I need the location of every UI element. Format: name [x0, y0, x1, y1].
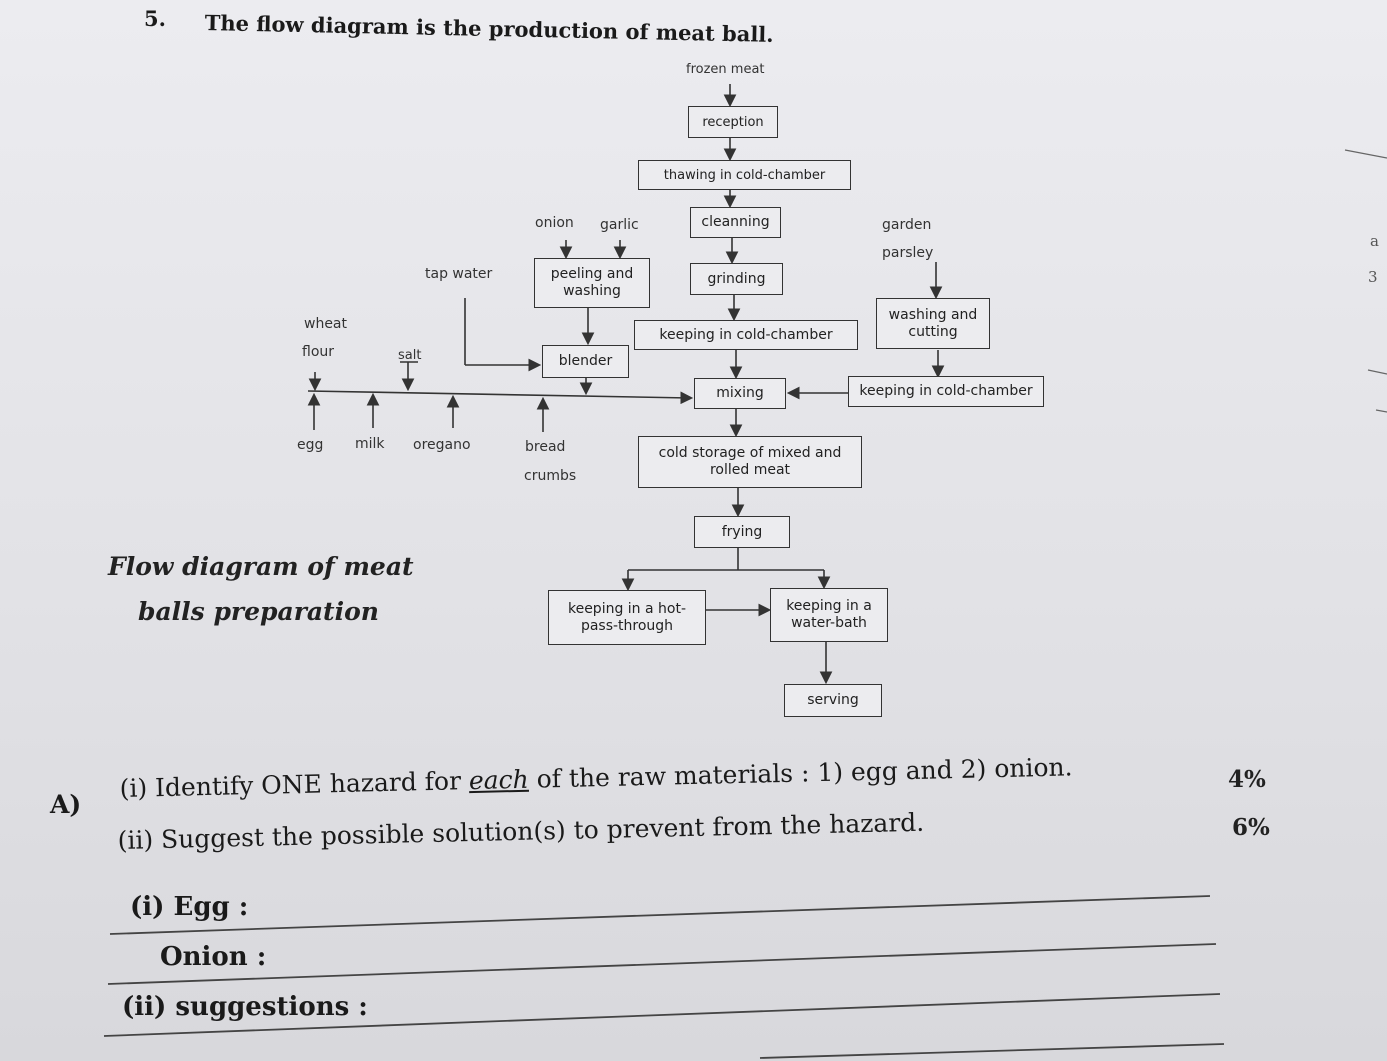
part-a-label: A) — [50, 790, 82, 819]
answer-label-egg: (i) Egg : — [130, 892, 249, 922]
diagram-caption-line1: Flow diagram of meat — [108, 552, 414, 581]
answer-line-egg — [109, 895, 1211, 935]
input-onion: onion — [535, 215, 574, 231]
step-cold-storage: cold storage of mixed and rolled meat — [638, 436, 862, 488]
input-crumbs: crumbs — [524, 468, 577, 484]
input-egg: egg — [297, 437, 324, 453]
answer-label-onion: Onion : — [160, 942, 267, 972]
q1-emphasis: each — [468, 764, 530, 796]
step-washing-cut-line1: washing and — [888, 306, 978, 323]
edge-text-a: a — [1370, 232, 1379, 250]
step-cold-storage-line1: cold storage of mixed and — [658, 445, 842, 461]
input-oregano: oregano — [413, 437, 471, 453]
edge-text-3: 3 — [1368, 268, 1378, 286]
step-serving: serving — [784, 684, 882, 717]
answer-label-suggestions: (ii) suggestions : — [122, 992, 368, 1022]
q2-marks: 6% — [1232, 814, 1270, 841]
step-hot-pass-line2: pass-through — [580, 617, 674, 634]
input-bread: bread — [525, 439, 566, 455]
step-peeling-line1: peeling and — [550, 266, 634, 282]
input-frozen-meat: frozen meat — [686, 62, 765, 77]
step-cleanning: cleanning — [690, 207, 781, 238]
arrow-ingredients-mixing — [307, 390, 694, 405]
question-number: 5. — [144, 6, 166, 31]
step-washing-cutting: washing and cutting — [876, 298, 990, 349]
input-parsley: parsley — [882, 245, 934, 261]
step-keeping-cold-2: keeping in cold-chamber — [848, 376, 1044, 407]
answer-line-suggestions — [103, 993, 1221, 1037]
step-hot-pass-through: keeping in a hot- pass-through — [548, 590, 706, 645]
step-water-bath: keeping in a water-bath — [770, 588, 888, 642]
step-grinding: grinding — [690, 263, 783, 295]
input-garden: garden — [882, 217, 932, 233]
answer-line-onion — [107, 943, 1217, 985]
answer-line-extra — [759, 1043, 1225, 1059]
step-thawing: thawing in cold-chamber — [638, 160, 851, 190]
step-blender: blender — [542, 345, 629, 378]
input-salt: salt — [398, 348, 422, 363]
q1-marks: 4% — [1228, 766, 1266, 793]
step-water-bath-line1: keeping in a — [786, 598, 872, 614]
step-peeling-line2: washing — [563, 283, 621, 299]
step-peeling-washing: peeling and washing — [534, 258, 650, 308]
input-milk: milk — [355, 436, 385, 452]
input-tap-water: tap water — [425, 266, 493, 282]
step-mixing: mixing — [694, 378, 786, 409]
step-frying: frying — [694, 516, 790, 548]
step-washing-cut-line2: cutting — [908, 323, 958, 340]
input-garlic: garlic — [600, 217, 639, 233]
step-keeping-cold-1: keeping in cold-chamber — [634, 320, 858, 350]
step-reception: reception — [688, 106, 778, 138]
input-flour: flour — [302, 344, 335, 360]
step-water-bath-line2: water-bath — [791, 615, 867, 631]
step-cold-storage-line2: rolled meat — [709, 462, 791, 478]
input-wheat: wheat — [304, 316, 348, 332]
step-hot-pass-line1: keeping in a hot- — [567, 600, 687, 617]
diagram-caption-line2: balls preparation — [138, 597, 379, 626]
